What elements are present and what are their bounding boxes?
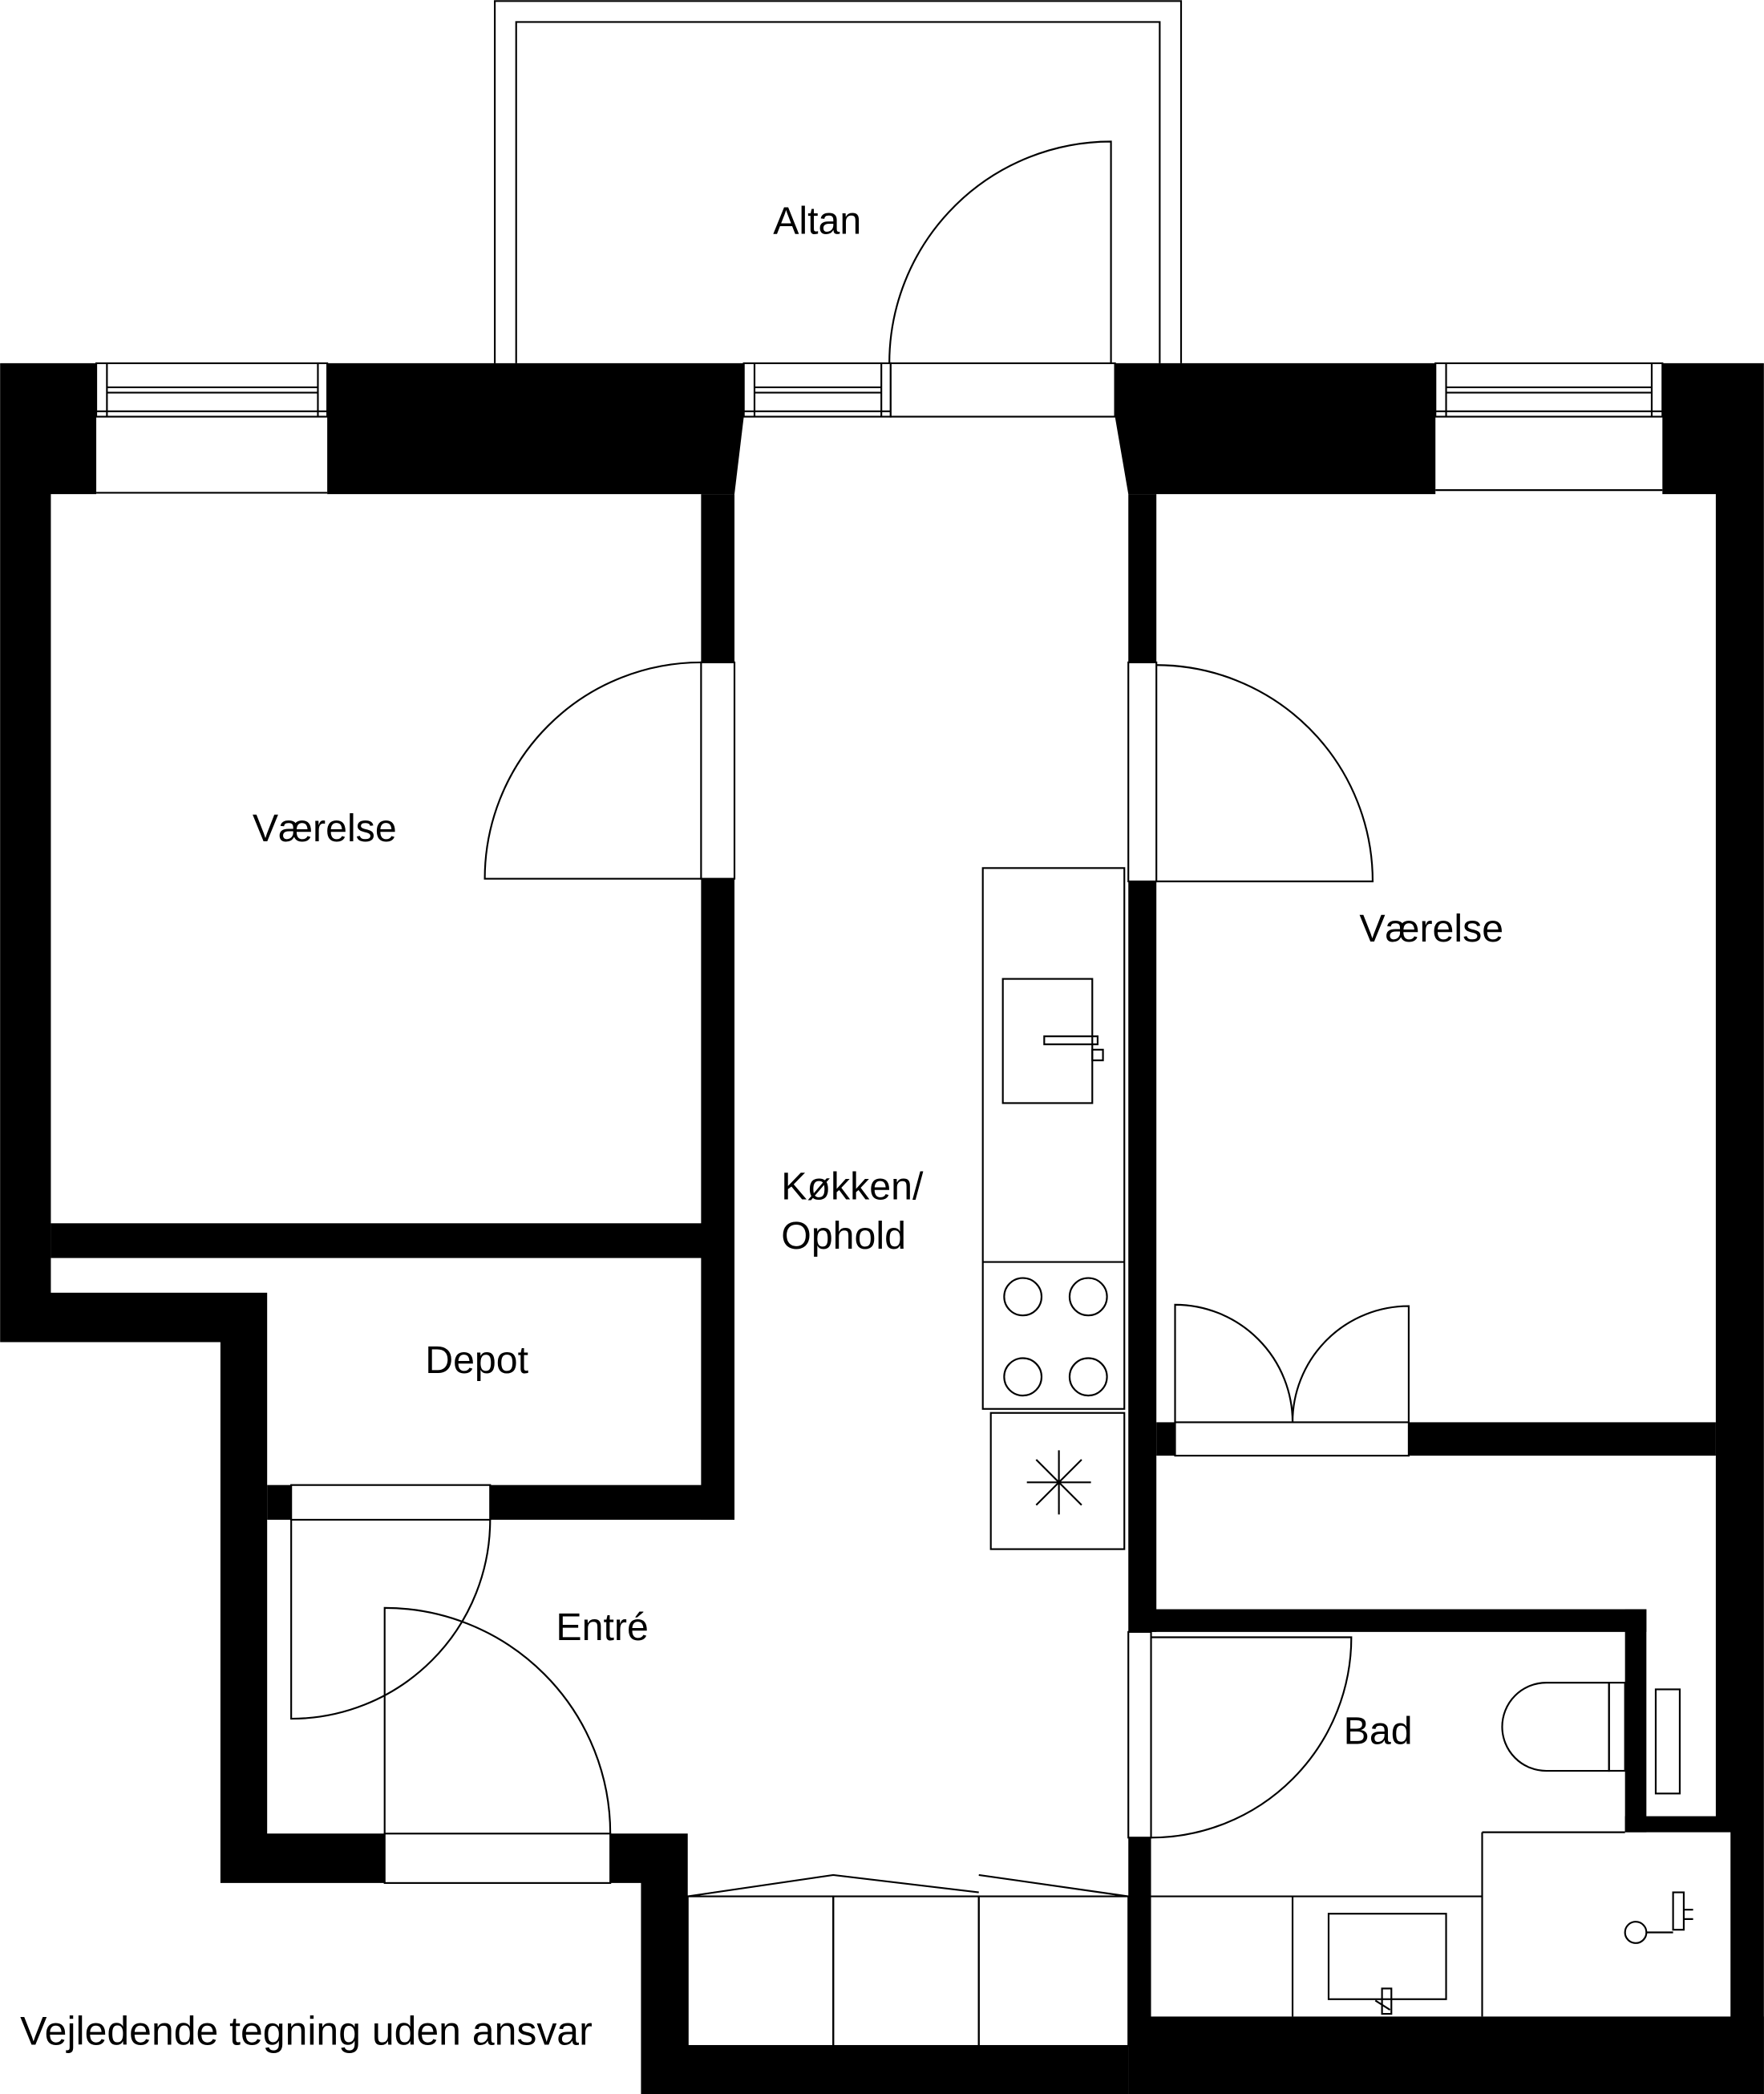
wall-right-outer: [1624, 363, 1764, 2094]
door-swing-front: [383, 1606, 612, 1834]
label-bedroom-left: Værelse: [253, 807, 397, 850]
door-opening-front: [383, 1833, 612, 1884]
disclaimer-text: Vejledende tegning uden ansvar: [20, 2008, 593, 2053]
wall-entrance-bottom: [610, 1833, 1129, 2094]
walls: [0, 363, 1764, 2094]
bathroom-cabinet-outline: [1151, 1831, 1625, 2017]
wall-bathroom-bottom: [1128, 2016, 1764, 2094]
kitchen-window-swing: [687, 1873, 1129, 1898]
door-swing-closet-left: [1174, 1303, 1294, 1423]
ventilation-asterisk-icon: [1026, 1450, 1091, 1515]
balcony-railing-inner: [515, 21, 1161, 363]
door-swings: [290, 661, 1410, 1839]
wall-left-outer: [0, 363, 385, 1883]
door-swing-closet-right: [1291, 1305, 1410, 1423]
shower-valve: [1672, 1891, 1685, 1931]
door-opening-bedroom-left: [700, 661, 736, 880]
window-bedroom-left: [95, 362, 329, 418]
windows: [95, 362, 1664, 494]
window-bedroom-right-frame: [1435, 363, 1663, 417]
kitchen-bottom-window: [686, 1873, 1130, 2047]
window-bedroom-left-frame: [96, 363, 328, 417]
balcony-door-frame: [889, 362, 1116, 418]
wall-bedroom-left-kitchen-upper: [701, 494, 734, 662]
door-swing-bathroom: [1151, 1636, 1353, 1839]
kitchen-faucet-spout: [1043, 1035, 1099, 1046]
cooktop-burner-icon: [1003, 1277, 1043, 1317]
wall-bedroom-right-bottom-left: [1156, 1422, 1175, 1456]
label-kitchen-line1: Køkken/: [781, 1164, 924, 1208]
kitchen-sink: [1001, 978, 1094, 1104]
door-swing-bedroom-right: [1156, 664, 1374, 883]
label-storage: Depot: [425, 1339, 528, 1382]
balcony-door-swing: [888, 140, 1112, 363]
ventilation-unit: [989, 1412, 1126, 1550]
window-bedroom-right: [1434, 362, 1664, 418]
shaft-fixture: [1654, 1688, 1681, 1795]
door-opening-bedroom-right: [1127, 661, 1158, 883]
kitchen-window-pane: [977, 1895, 1130, 2047]
label-bathroom: Bad: [1344, 1710, 1413, 1753]
balcony: [494, 0, 1183, 363]
door-openings: [290, 661, 1410, 1884]
kitchen-fixtures: [981, 867, 1126, 1550]
door-opening-closet: [1174, 1421, 1410, 1457]
label-bedroom-right: Værelse: [1359, 907, 1503, 950]
shower-valve-ticks: [1683, 1909, 1693, 1920]
wall-bedroom-left-kitchen-lower: [701, 878, 734, 1520]
bathroom-fixtures: [1151, 1682, 1693, 2017]
bathroom-faucet: [1381, 1987, 1393, 2015]
wall-depot-bottom-right: [490, 1484, 734, 1520]
wall-depot-bottom-left: [267, 1484, 292, 1520]
toilet-bowl: [1501, 1682, 1610, 1772]
balcony-railing-outer: [494, 0, 1183, 363]
kitchen-faucet-handle: [1091, 1048, 1104, 1062]
cooktop-burner-icon: [1068, 1277, 1108, 1317]
wall-bathroom-top: [1151, 1609, 1647, 1632]
wall-kitchen-bedroom-right-lower: [1128, 881, 1157, 1632]
door-opening-bathroom: [1127, 1630, 1152, 1839]
label-balcony: Altan: [773, 199, 861, 242]
window-kitchen-top: [742, 362, 892, 418]
label-kitchen-line2: Ophold: [781, 1214, 906, 1258]
door-opening-depot: [290, 1484, 492, 1521]
bathroom-faucet-lever: [1374, 1999, 1391, 2011]
door-swing-depot: [290, 1519, 492, 1720]
wall-kitchen-bedroom-right-upper: [1128, 494, 1157, 662]
bathroom-sink: [1327, 1913, 1447, 2000]
window-kitchen-top-frame: [743, 363, 891, 417]
wall-top-middle: [1115, 363, 1436, 495]
wall-bathroom-right: [1624, 1609, 1647, 1833]
wall-top-left: [327, 363, 744, 495]
wall-bedroom-right-bottom-right: [1408, 1422, 1716, 1456]
room-labels: Altan Værelse Værelse Køkken/ Ophold Dep…: [253, 199, 1503, 1752]
kitchen-counter: [981, 867, 1126, 1410]
cooktop-burner-icon: [1068, 1357, 1108, 1397]
door-swing-bedroom-left: [483, 661, 702, 880]
toilet-tank: [1608, 1682, 1626, 1772]
wall-bedroom-left-bottom: [51, 1223, 734, 1258]
label-entrance: Entré: [556, 1606, 648, 1649]
cooktop-burner-icon: [1003, 1357, 1043, 1397]
